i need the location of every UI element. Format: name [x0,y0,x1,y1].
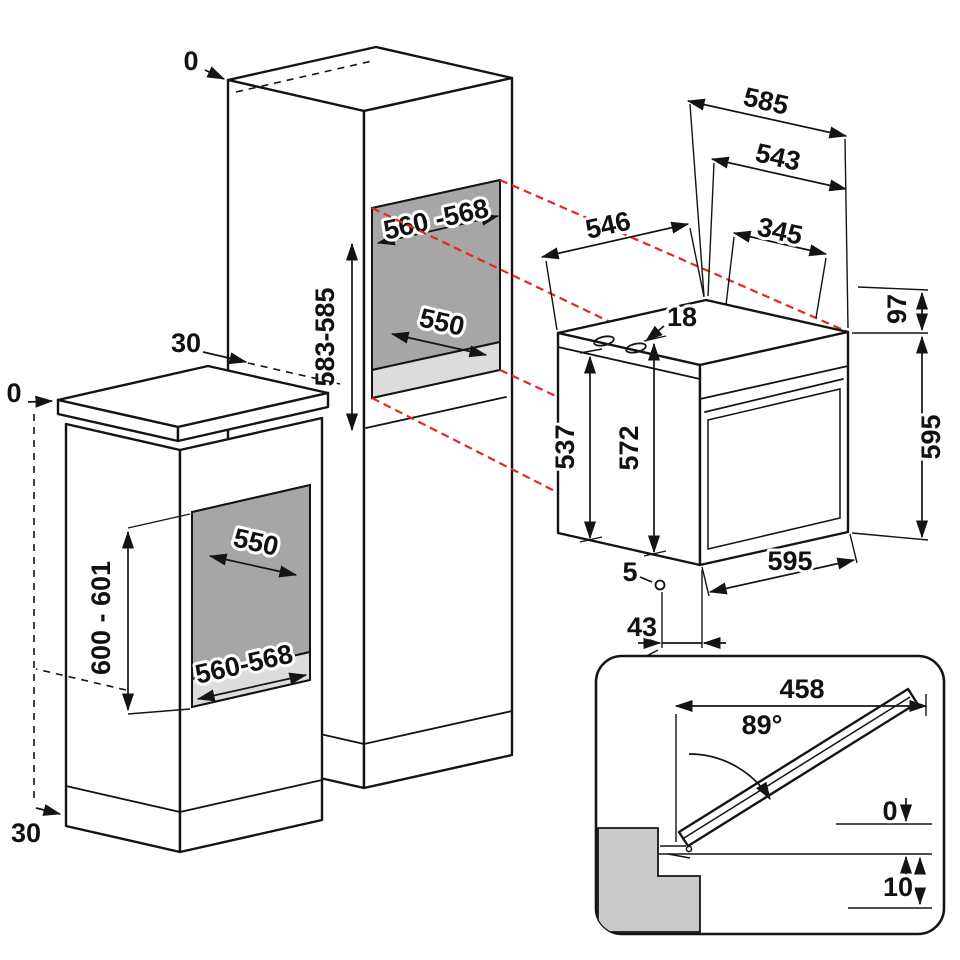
door-hinge [660,845,693,859]
base-worktop-edge-front [176,391,330,443]
tall-top-gap-label: 0 [183,46,198,76]
door-gap-zero-label: 0 [882,796,897,826]
base-plinth-side [65,785,181,813]
tall-cabinet-plinth-front [363,710,513,745]
detail-dim-ten: 10 [880,856,927,906]
tall-niche-frame-line [365,396,507,429]
base-niche-height-label: 600 - 601 [86,561,116,675]
tall-dim-niche-height: 583-585 [307,242,359,432]
base-body-side-face [64,422,182,854]
base-top-gap-label: 0 [6,378,21,408]
tall-dim-top-gap: 0 [180,43,226,80]
door-inner-line [683,696,911,839]
oven-door-outline [707,388,841,550]
base-niche-opening [191,483,311,709]
oven-18-label: 18 [667,302,697,332]
oven-door-handle [704,378,844,413]
base-plinth-front [179,779,323,813]
base-cabinet: 0 550 600 - 601 560-568 30 [3,364,330,854]
tall-niche-height-label: 583-585 [310,287,340,386]
oven-dim-97: 97 [852,286,929,334]
door-detail-inset: 458 89° 0 10 [594,654,946,936]
oven-97-label: 97 [882,294,912,324]
tall-cabinet-hidden-top-edge [235,60,373,93]
oven-543-label: 543 [753,138,804,177]
tall-rear-gap-label: 30 [171,328,201,358]
base-rear-gap-label: 30 [11,818,41,848]
oven-dim-345: 345 [725,209,828,319]
oven-dim-595-height: 595 [851,335,949,541]
oven-control-panel-line [699,365,849,400]
base-dim-niche-height: 600 - 601 [83,513,191,715]
oven-dim-537: 537 [547,348,603,543]
oven-595-width-label: 595 [767,546,812,576]
oven-537-label: 537 [550,424,580,469]
oven-front-face [698,330,850,567]
oven-dim-18: 18 [645,299,700,342]
detail-dim-458: 458 [674,671,928,842]
oven-dim-572: 572 [611,335,667,557]
oven-bracket-slot-right [625,342,647,354]
oven-572-label: 572 [614,425,644,470]
oven-595-height-label: 595 [916,414,946,459]
oven-43-label: 43 [627,612,657,642]
detail-dim-angle: 89° [688,707,785,801]
oven-bracket-slot-left [593,335,615,347]
oven-dim-5: 5 [619,554,666,591]
oven: 585 543 345 546 18 537 [540,79,949,843]
oven-dim-595-width: 595 [701,533,858,597]
base-dim-rear-gap: 30 [8,414,127,851]
door-angle-label: 89° [742,710,783,740]
door-clearance-label: 10 [883,872,913,902]
inset-content: 458 89° 0 10 [597,671,932,933]
door-width-label: 458 [779,674,824,704]
oven-mount-point [654,579,666,591]
oven-345-label: 345 [755,212,806,251]
base-dim-top-gap: 0 [3,375,54,411]
oven-5-label: 5 [622,557,637,587]
detail-dim-zero: 0 [879,793,913,878]
tall-dim-rear-gap: 30 [168,325,341,385]
oven-dim-43: 43 [624,570,726,650]
